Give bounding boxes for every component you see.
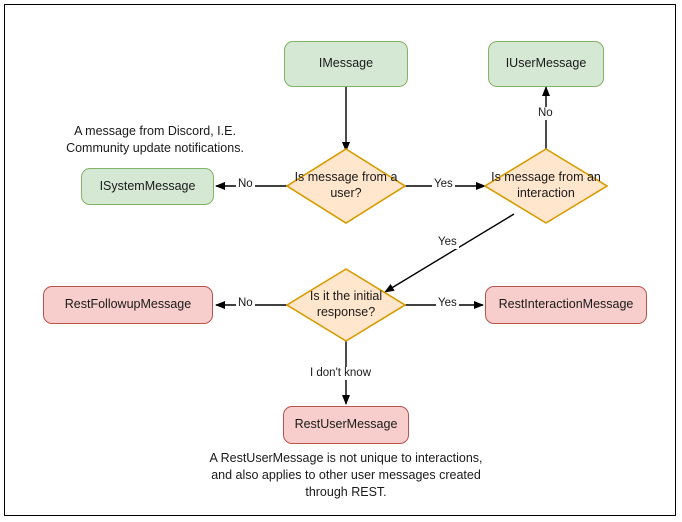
node-isystemmessage-label: ISystemMessage [99, 178, 196, 193]
node-restfollowupmessage[interactable]: RestFollowupMessage [43, 286, 213, 324]
node-iusermessage[interactable]: IUserMessage [488, 41, 604, 87]
node-restfollowupmessage-label: RestFollowupMessage [64, 297, 192, 312]
node-restinteractionmessage[interactable]: RestInteractionMessage [485, 286, 647, 324]
edge-label-interaction-no: No [536, 107, 555, 120]
node-imessage-label: IMessage [318, 56, 374, 71]
decision-from-user[interactable]: Is message from a user? [286, 148, 406, 224]
decision-from-user-shape [286, 148, 406, 224]
note-rest-user-message: A RestUserMessage is not unique to inter… [209, 451, 483, 499]
decision-from-interaction-shape [484, 148, 608, 224]
edge-label-dont-know: I don't know [308, 367, 374, 380]
note-system-message: A message from Discord, I.E. Community u… [66, 124, 244, 155]
node-restusermessage-label: RestUserMessage [294, 417, 398, 432]
edge-label-interaction-yes: Yes [436, 236, 459, 249]
node-imessage[interactable]: IMessage [284, 41, 408, 87]
edge-label-initial-no: No [236, 297, 255, 310]
edge-label-user-yes: Yes [432, 178, 455, 191]
node-isystemmessage[interactable]: ISystemMessage [81, 168, 214, 205]
edge-label-user-no: No [236, 178, 255, 191]
node-restinteractionmessage-label: RestInteractionMessage [498, 297, 634, 312]
node-restusermessage[interactable]: RestUserMessage [283, 406, 409, 444]
edge-label-initial-yes: Yes [436, 297, 459, 310]
decision-initial-response[interactable]: Is it the initial response? [286, 268, 406, 342]
decision-from-interaction[interactable]: Is message from an interaction [484, 148, 608, 224]
decision-initial-response-shape [286, 268, 406, 342]
node-iusermessage-label: IUserMessage [505, 56, 587, 71]
diagram-frame: IMessage IUserMessage A message from Dis… [4, 4, 676, 516]
